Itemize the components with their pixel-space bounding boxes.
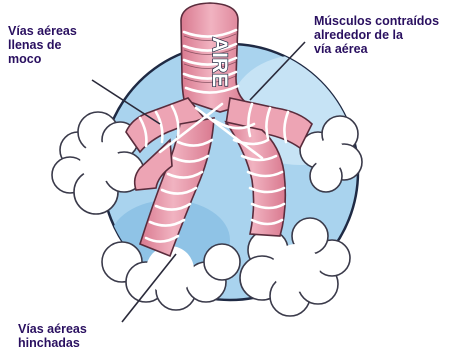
label-swollen-airways: Vías aéreas hinchadas: [18, 322, 87, 350]
label-muscles-line-1: Músculos contraídos: [314, 14, 439, 28]
label-swollen-line-2: hinchadas: [18, 336, 87, 350]
air-label: AIRE: [208, 37, 231, 87]
label-mucus-line-3: moco: [8, 52, 77, 66]
label-muscles-line-3: vía aérea: [314, 42, 439, 56]
label-muscles-line-2: alrededor de la: [314, 28, 439, 42]
label-contracted-muscles: Músculos contraídos alrededor de la vía …: [314, 14, 439, 56]
label-mucus-airways: Vías aéreas llenas de moco: [8, 24, 77, 66]
label-mucus-line-2: llenas de: [8, 38, 77, 52]
label-mucus-line-1: Vías aéreas: [8, 24, 77, 38]
label-swollen-line-1: Vías aéreas: [18, 322, 87, 336]
